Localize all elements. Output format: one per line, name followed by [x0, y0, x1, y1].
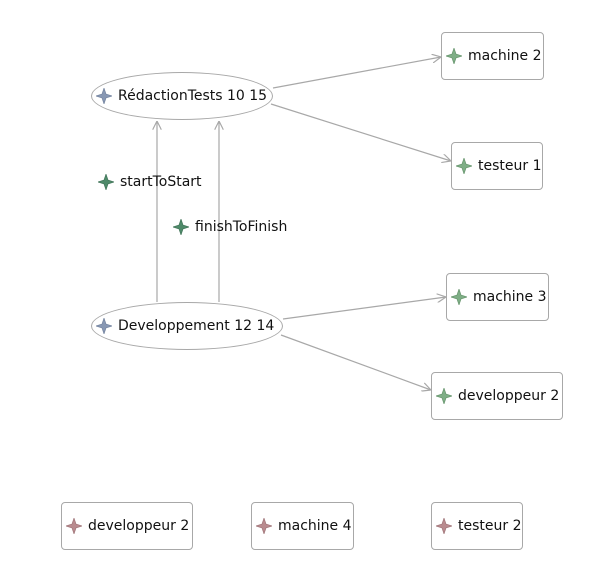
star4-icon [66, 518, 82, 534]
unassigned-resource-testeur-2[interactable]: testeur 2 [431, 502, 523, 550]
resource-node-testeur-1[interactable]: testeur 1 [451, 142, 543, 190]
resource-label: developpeur 2 [458, 388, 560, 404]
edge-redaction-to-testeur1[interactable] [270, 103, 451, 161]
star4-icon [96, 318, 112, 334]
edge-redaction-to-machine2[interactable] [272, 57, 441, 89]
resource-node-machine-3[interactable]: machine 3 [446, 273, 549, 321]
relation-label: startToStart [120, 174, 202, 190]
task-node-redaction-tests[interactable]: RédactionTests 10 15 [91, 72, 273, 120]
resource-label: developpeur 2 [88, 518, 190, 534]
edge-developpement-to-developpeur2[interactable] [280, 334, 431, 390]
resource-label: machine 3 [473, 289, 547, 305]
star4-icon [436, 388, 452, 404]
star4-icon [446, 48, 462, 64]
resource-node-developpeur-2[interactable]: developpeur 2 [431, 372, 563, 420]
task-node-developpement[interactable]: Developpement 12 14 [91, 302, 283, 350]
unassigned-resource-developpeur-2[interactable]: developpeur 2 [61, 502, 193, 550]
edge-developpement-to-machine3[interactable] [282, 297, 446, 320]
relation-label: finishToFinish [195, 219, 288, 235]
relation-label-finish-to-finish[interactable]: finishToFinish [173, 217, 287, 237]
resource-label: machine 4 [278, 518, 352, 534]
star4-icon [98, 174, 114, 190]
resource-node-machine-2[interactable]: machine 2 [441, 32, 544, 80]
task-label: Developpement 12 14 [118, 318, 275, 334]
star4-icon [256, 518, 272, 534]
star4-icon [451, 289, 467, 305]
relation-label-start-to-start[interactable]: startToStart [98, 172, 202, 192]
task-label: RédactionTests 10 15 [118, 88, 268, 104]
star4-icon [436, 518, 452, 534]
resource-label: testeur 1 [478, 158, 542, 174]
star4-icon [456, 158, 472, 174]
resource-label: machine 2 [468, 48, 542, 64]
unassigned-resource-machine-4[interactable]: machine 4 [251, 502, 354, 550]
resource-label: testeur 2 [458, 518, 522, 534]
star4-icon [173, 219, 189, 235]
star4-icon [96, 88, 112, 104]
